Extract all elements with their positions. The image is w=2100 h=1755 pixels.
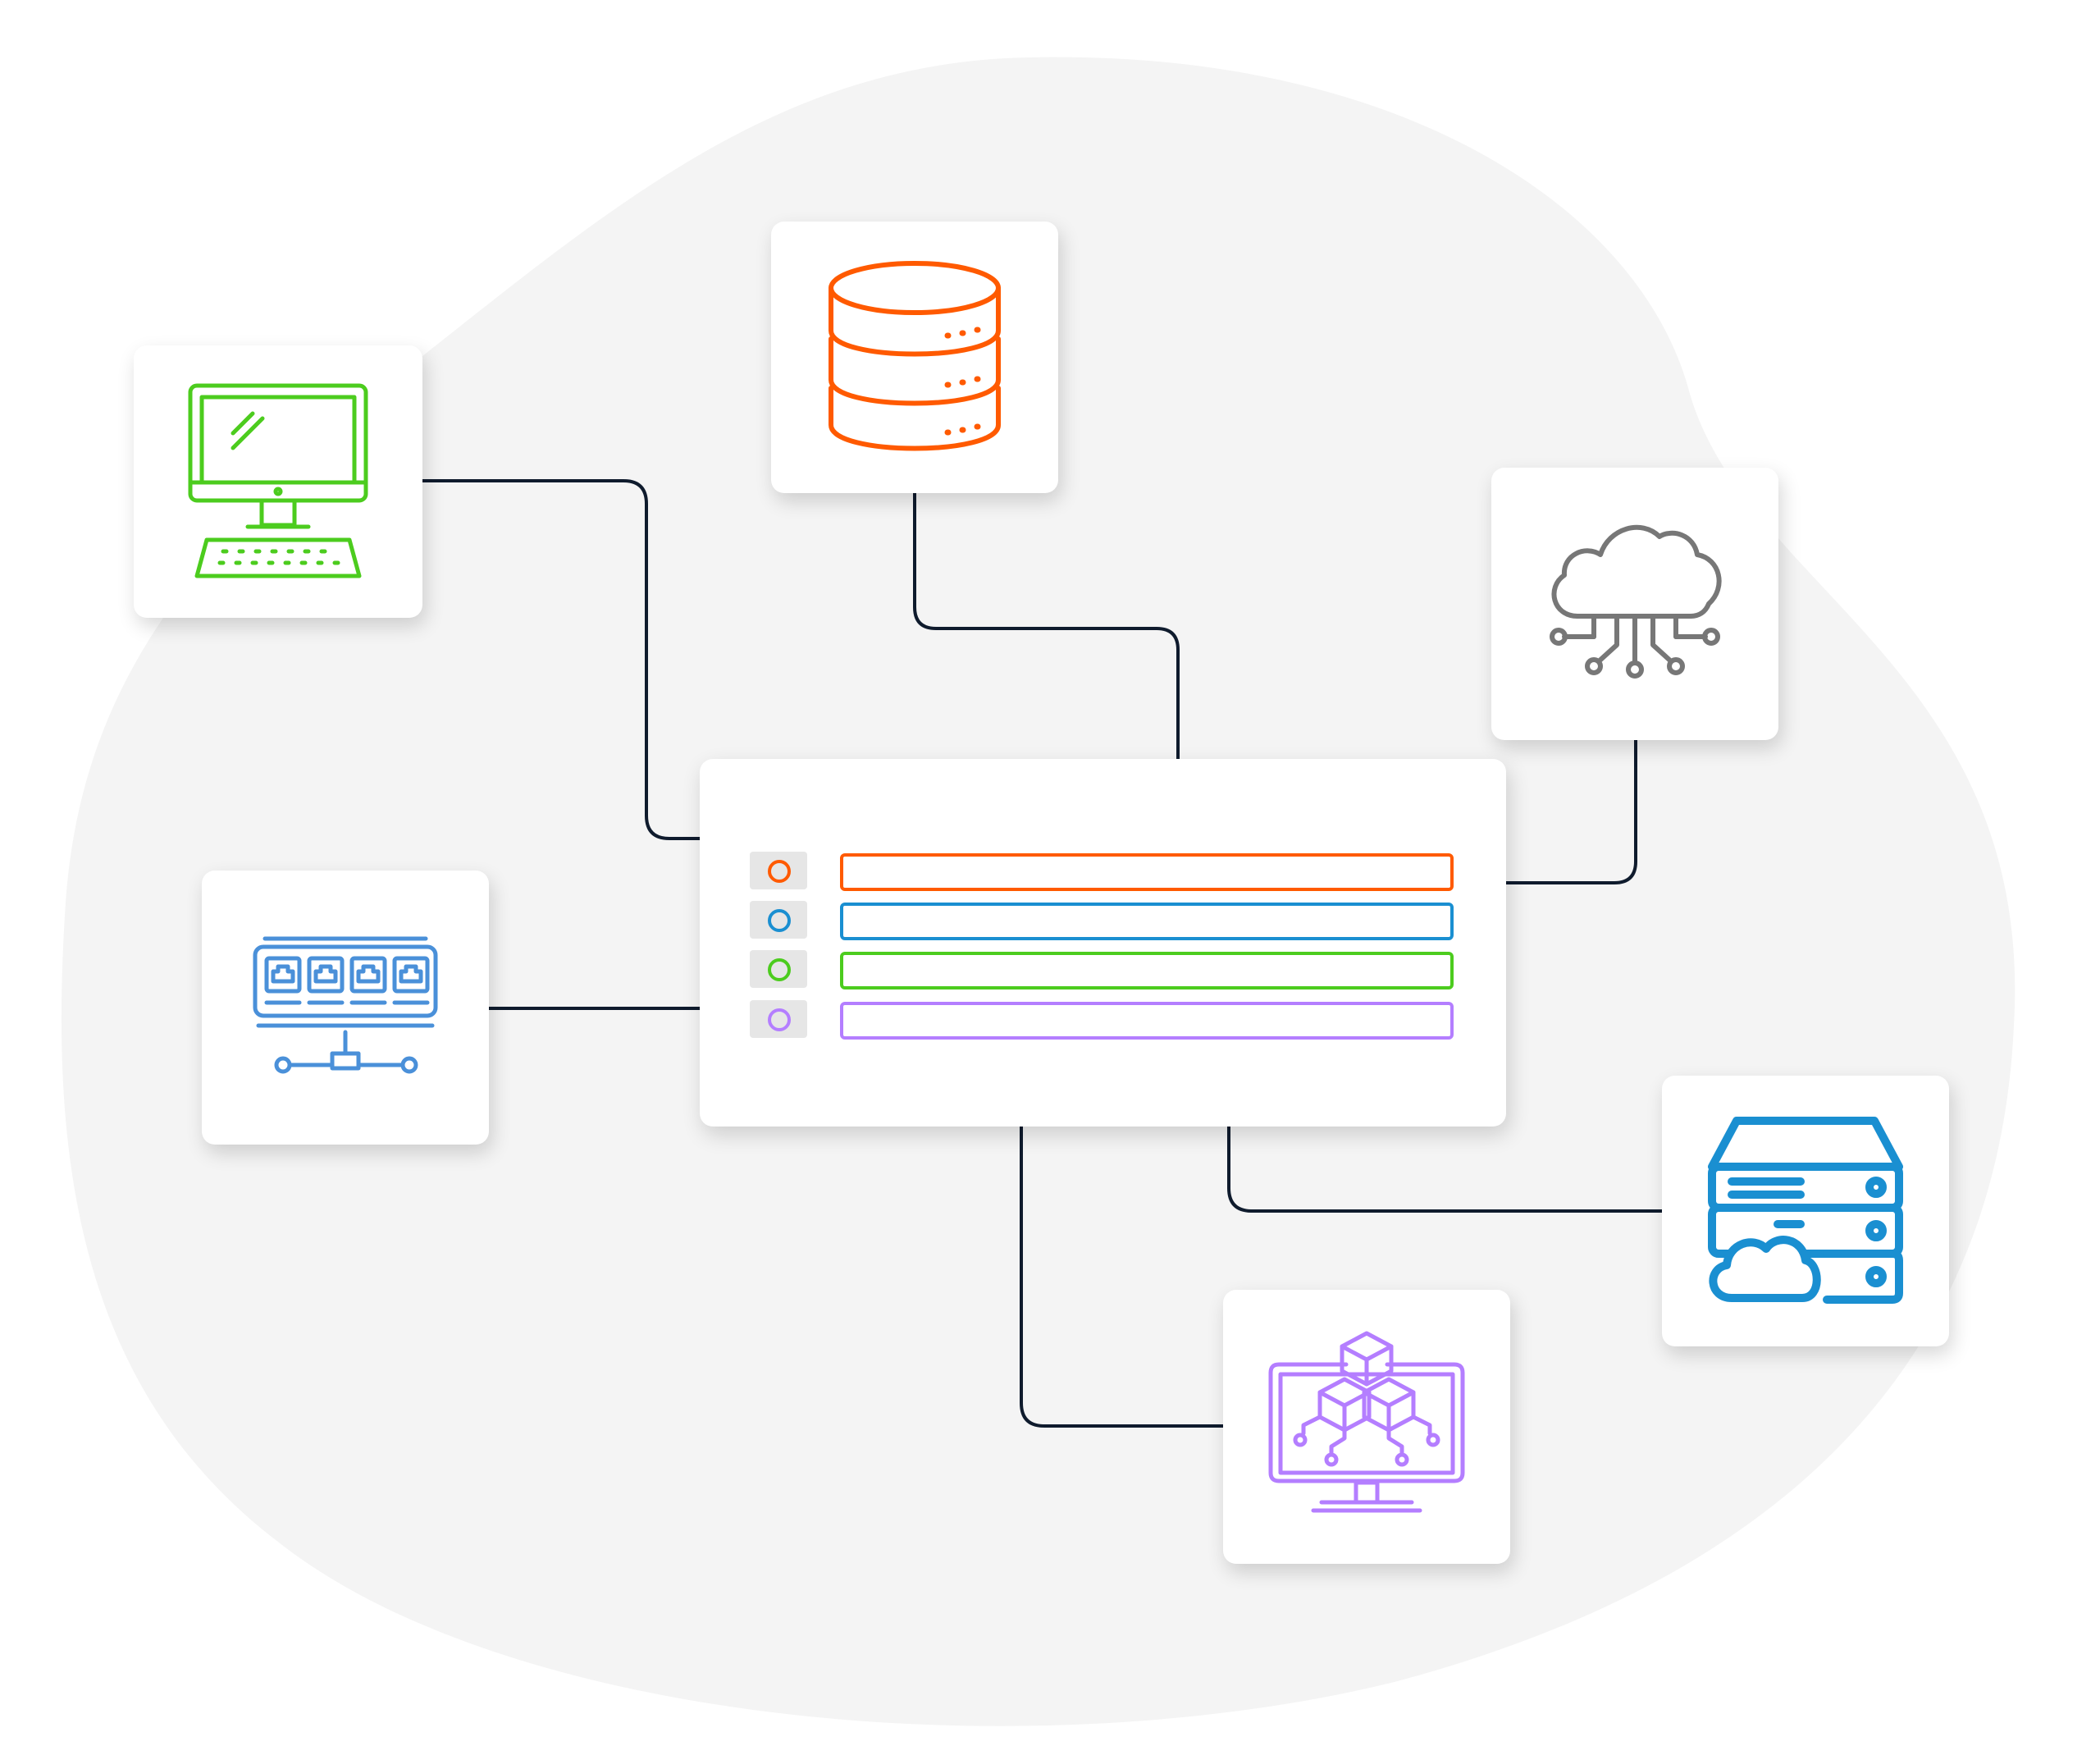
database-icon xyxy=(829,261,1001,451)
data-bar xyxy=(840,952,1454,989)
cloud-server-icon xyxy=(1708,1117,1903,1304)
blockchain-monitor-card[interactable] xyxy=(1223,1290,1510,1564)
database-card[interactable] xyxy=(771,222,1058,493)
data-bar xyxy=(840,1002,1454,1040)
row-indicator-box xyxy=(750,950,807,988)
hub-row[interactable] xyxy=(750,852,1459,891)
row-indicator-box xyxy=(750,852,807,889)
connector-computer-to-hub xyxy=(421,479,701,840)
data-bar xyxy=(840,903,1454,940)
row-indicator-box xyxy=(750,1000,807,1038)
connector-database-to-hub xyxy=(913,491,1180,761)
network-switch-card[interactable] xyxy=(202,871,489,1145)
row-indicator-box xyxy=(750,901,807,939)
connector-cloud-to-hub xyxy=(1504,738,1637,884)
central-data-panel[interactable] xyxy=(700,759,1506,1127)
connector-hub-to-blockchain xyxy=(1020,1125,1225,1428)
status-dot-icon xyxy=(768,958,791,981)
network-switch-icon xyxy=(253,936,438,1074)
blockchain-monitor-icon xyxy=(1268,1331,1465,1513)
desktop-computer-icon xyxy=(188,383,368,578)
status-dot-icon xyxy=(768,860,791,883)
status-dot-icon xyxy=(768,909,791,932)
connector-hub-to-cloud-server xyxy=(1227,1125,1664,1213)
hub-row[interactable] xyxy=(750,950,1459,989)
desktop-computer-card[interactable] xyxy=(134,345,422,618)
cloud-server-card[interactable] xyxy=(1662,1076,1949,1346)
hub-row[interactable] xyxy=(750,901,1459,940)
data-bar xyxy=(840,853,1454,891)
cloud-network-card[interactable] xyxy=(1491,468,1778,740)
status-dot-icon xyxy=(768,1008,791,1031)
cloud-network-icon xyxy=(1550,524,1722,679)
hub-row[interactable] xyxy=(750,1000,1459,1040)
